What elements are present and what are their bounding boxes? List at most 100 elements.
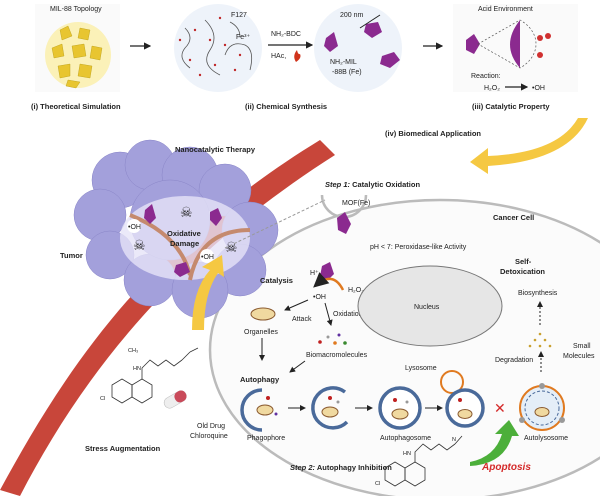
oh-bubble [200,249,214,263]
mof-crystal [337,212,351,234]
autophagosome [378,386,422,430]
precursor-solution [174,4,262,92]
lysosome-label: Lysosome [405,365,437,372]
oh-label: •OH [532,85,545,92]
endocytosis-pit [325,170,365,210]
product-label: NH₂-MIL [330,59,357,66]
catalytic-property-panel: Acid Environment Reaction: H₂O₂ •OH [453,4,578,92]
attack-label: Attack [292,316,312,323]
dashed-link [224,199,326,249]
blood-vessel [0,140,335,496]
hn-label: HN [133,366,141,372]
self-detox-label: Self- [515,257,532,266]
arrow [284,299,309,311]
old-drug-label: Old Drug [197,423,225,430]
step-ii-label: (ii) Chemical Synthesis [245,102,327,111]
h2o2-label: H₂O₂ [484,85,500,92]
small-molecules [528,332,552,348]
nucleus-label: Nucleus [414,304,440,311]
hplus-label: H⁺ [310,270,319,277]
oh-radical [537,52,543,58]
mil88-topology-image [45,22,111,89]
step1-label: Step 1: [325,180,351,189]
tumor-label: Tumor [60,251,83,260]
h2o2-molecule [537,35,543,41]
yellow-arrow [192,255,224,330]
cl-label: Cl [375,481,380,487]
self-detox-label-2: Detoxication [500,267,545,276]
arrow [289,360,306,373]
mof-crystal [364,22,382,38]
oh-label: •OH [201,254,214,261]
mof-crystals [314,4,402,92]
organelles-label: Organelles [244,329,278,336]
crystal-surface [510,20,520,68]
oxidative-damage-label-2: Damage [170,239,199,248]
step-i-label: (i) Theoretical Simulation [31,102,121,111]
f127-chains [181,19,253,76]
biosynthesis-label: Biosynthesis [518,290,558,297]
oxidation-label: Oxidation [333,311,363,318]
degradation-label: Degradation [495,357,533,364]
phagophore-label: Phagophore [247,435,285,442]
flame-icon [294,50,301,62]
ch3-label: CH₃ [128,348,138,354]
arrow [324,302,333,326]
chemical-synthesis-panel: F127 Fe³⁺ NH₂-BDC HAc, 200 nm NH₂-MIL -8… [174,4,402,92]
apoptosis-label: Apoptosis [481,462,531,473]
svg-text:Step 1: Catalytic Oxidation: Step 1: Catalytic Oxidation [325,180,420,189]
mof-label: MOF(Fe) [342,200,370,207]
chloroquine-label: Chloroquine [190,433,228,440]
skull-icon: ☠ [133,237,146,253]
small-molecules-label-2: Molecules [563,353,595,360]
step1-title: Catalytic Oxidation [350,180,420,189]
autophagy-label: Autophagy [240,375,280,384]
mitochondrion-icon [250,307,276,321]
n-label: N [452,437,456,443]
pill-icon [163,390,187,409]
zoom-lens [477,19,537,69]
stress-augmentation-label: Stress Augmentation [85,444,161,453]
catalysis-arrow [313,272,345,291]
green-arrow [470,420,519,466]
chloroquine-structure [111,347,199,404]
fe-ions [178,16,242,77]
step-iv-label: (iv) Biomedical Application [385,129,481,138]
autophagosome-label: Autophagosome [380,435,431,442]
mof-crystal [380,52,400,68]
mof-crystal [466,34,480,54]
blocked-x-icon: ✕ [494,400,506,416]
svg-text:Step 2: Autophagy Inhibition: Step 2: Autophagy Inhibition [290,463,392,472]
h2o2-label: H₂O₂ [348,287,364,294]
hac-label: HAc, [271,53,286,60]
autolysosome [519,383,565,431]
reaction-label: Reaction: [471,73,501,80]
mof-crystal [210,208,222,226]
forming-autophagosome [311,386,349,430]
step-iii-label: (iii) Catalytic Property [472,102,550,111]
hn-label: HN [403,451,411,457]
mof-crystal [174,262,190,277]
mof-crystal [324,32,338,52]
step2-title: Autophagy Inhibition [315,463,392,472]
scale-label: 200 nm [340,12,364,19]
oxidative-damage-label: Oxidative [167,229,201,238]
chloroquine-structure-2 [384,435,463,487]
theoretical-simulation-panel: MIL-88 Topology [35,4,120,92]
autophagosome-lysosome [445,388,485,428]
oh-bubble [127,219,141,233]
reagent-label: NH₂-BDC [271,31,301,38]
topology-label: MIL-88 Topology [50,6,102,13]
small-molecules-label: Small [573,343,591,350]
step2-label: Step 2: [290,463,316,472]
phagophore [240,388,278,432]
autolysosome-label: Autolysosome [524,435,568,442]
yellow-curved-arrow [470,118,588,174]
skull-icon: ☠ [180,204,193,220]
oh-label: •OH [313,294,326,301]
nucleus [357,265,503,347]
ph-label: pH < 7: Peroxidase-like Activity [370,244,467,251]
h2o2-molecule [545,33,551,39]
